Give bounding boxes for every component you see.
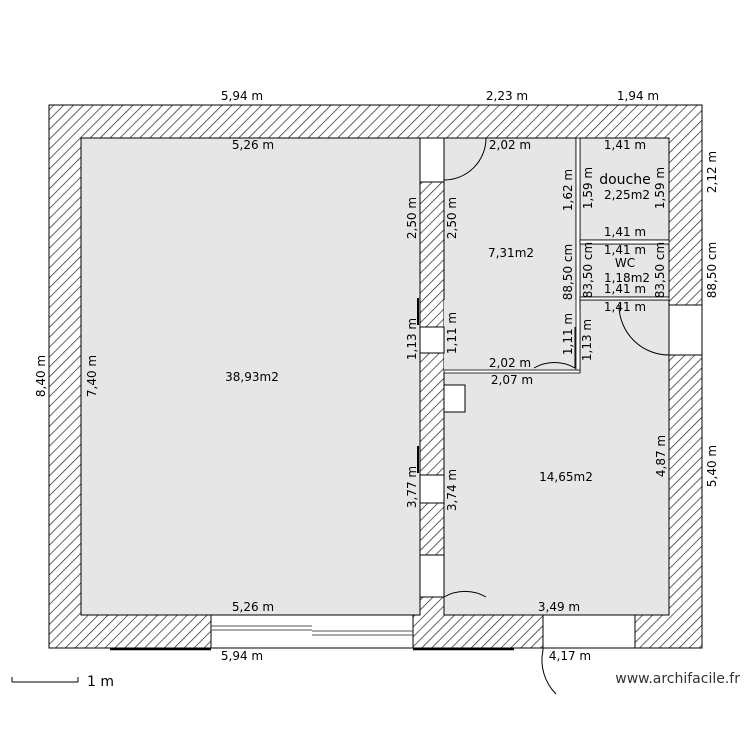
room7-height-right: 1,62 m <box>561 169 575 211</box>
wall-niche <box>443 384 466 413</box>
room7-width-top: 2,02 m <box>489 138 531 152</box>
dim-top-right: 1,94 m <box>617 89 659 103</box>
dim-right-middle: 88,50 cm <box>705 242 719 298</box>
shower-height-right: 1,59 m <box>653 167 667 209</box>
shower-floor <box>579 137 670 241</box>
dim-bottom-right: 4,17 m <box>549 649 591 663</box>
room7-width-bottom: 2,02 m <box>489 356 531 370</box>
wc-area: 1,18m2 <box>604 271 650 285</box>
wc-height-left: 83,50 cm <box>581 242 595 298</box>
door-opening-bottom <box>419 554 445 598</box>
room7-area: 7,31m2 <box>488 246 534 260</box>
living-room-floor <box>80 137 421 616</box>
wc-width-top: 1,41 m <box>604 243 646 257</box>
door-swing-top <box>443 137 487 181</box>
partition-room7-shower <box>575 137 581 371</box>
wc-width-bottom: 1,41 m <box>604 282 646 296</box>
dim-bottom-left: 5,94 m <box>221 649 263 663</box>
living-width-top: 5,26 m <box>232 138 274 152</box>
room-14-floor <box>444 300 669 615</box>
exterior-door-right <box>668 304 703 356</box>
room14-width-top-right: 1,41 m <box>604 300 646 314</box>
room14-width-top: 2,07 m <box>491 373 533 387</box>
room7-height-left: 2,50 m <box>445 197 459 239</box>
door-swing-room7 <box>533 327 576 369</box>
room14-area: 14,65m2 <box>539 470 593 484</box>
opening-mid <box>419 326 445 354</box>
living-width-bottom: 5,26 m <box>232 600 274 614</box>
room7-right-lower2: 1,11 m <box>561 313 575 355</box>
room14-height-right: 4,87 m <box>654 435 668 477</box>
door-swing-exterior-bottom <box>541 648 557 695</box>
shower-name: douche <box>599 172 651 188</box>
shower-width-top: 1,41 m <box>604 138 646 152</box>
dim-top-left: 5,94 m <box>221 89 263 103</box>
living-height: 7,40 m <box>85 355 99 397</box>
shower-width-bottom: 1,41 m <box>604 225 646 239</box>
partition-lower-dim: 3,77 m <box>405 466 419 508</box>
watermark: www.archifacile.fr <box>615 671 740 687</box>
opening-lower <box>419 474 445 504</box>
partition-upper-dim: 2,50 m <box>405 197 419 239</box>
dim-right-top: 2,12 m <box>705 151 719 193</box>
dim-top-middle: 2,23 m <box>486 89 528 103</box>
dim-left: 8,40 m <box>34 355 48 397</box>
room7-right-lower: 88,50 cm <box>561 244 575 300</box>
wc-height-right: 83,50 cm <box>653 242 667 298</box>
shower-area: 2,25m2 <box>604 188 650 202</box>
partition-wc-room14 <box>579 296 670 301</box>
door-opening-top <box>419 137 445 183</box>
room-7-bottom-edge <box>443 369 581 374</box>
room7-left-lower: 1,11 m <box>445 312 459 354</box>
exterior-door-bottom <box>542 614 636 649</box>
room14-width-bottom: 3,49 m <box>538 600 580 614</box>
shower-height-left: 1,59 m <box>581 167 595 209</box>
door-swing-bottom <box>443 555 487 598</box>
door-swing-exterior-right <box>618 304 670 356</box>
partition-shower-wc <box>579 239 670 245</box>
room14-height-left-lower: 3,74 m <box>445 469 459 511</box>
living-area: 38,93m2 <box>225 370 279 384</box>
partition-mid-dim: 1,13 m <box>405 318 419 360</box>
scale-label: 1 m <box>87 674 114 690</box>
dim-right-bottom: 5,40 m <box>705 445 719 487</box>
room14-height-left-upper: 1,13 m <box>580 319 594 361</box>
wc-name: WC <box>615 256 635 270</box>
